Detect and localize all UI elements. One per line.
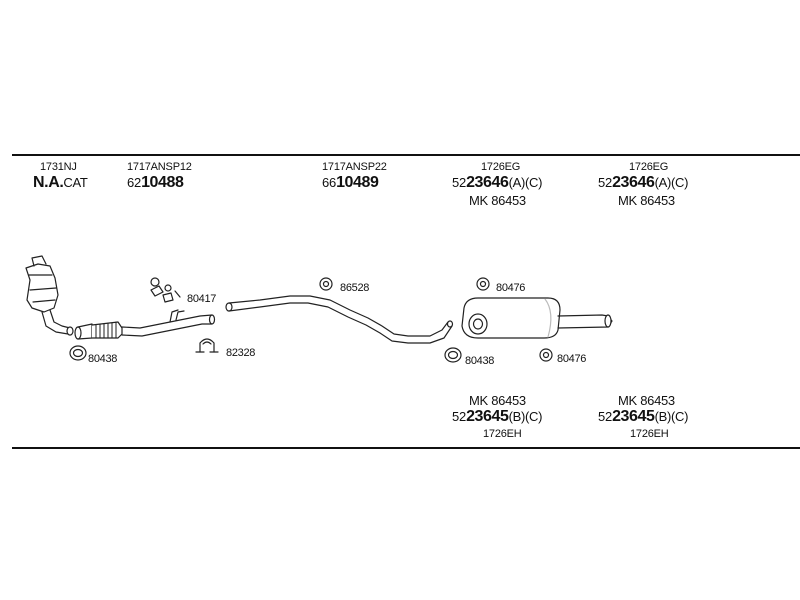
code-mount-front: 80417 [187, 293, 217, 305]
part-prefix: 52 [598, 175, 613, 190]
part-main: 23645 [612, 408, 655, 425]
part-number-rear-silencer-b-alt: 5223645(B)(C) [598, 408, 689, 425]
rubber-mount-icon [150, 277, 181, 303]
part-main: 23646 [466, 174, 509, 191]
part-prefix: 52 [598, 409, 613, 424]
code-hanger-middle: 86528 [340, 282, 370, 294]
part-number-catalyst: N.A.CAT [33, 174, 88, 191]
code-clamp: 82328 [226, 347, 256, 359]
part-suffix: (B)(C) [508, 409, 543, 424]
part-code-rear-silencer-a: 1726EG [481, 161, 521, 173]
part-prefix: 66 [322, 175, 337, 190]
part-number-rear-silencer-a: 5223646(A)(C) [452, 174, 543, 191]
part-code-rear-silencer-b: 1726EH [483, 428, 522, 440]
part-main: 23646 [612, 174, 655, 191]
rear-silencer [461, 297, 613, 339]
part-number-front-pipe: 6210488 [127, 174, 184, 191]
bottom-rule [12, 447, 800, 449]
part-suffix: (A)(C) [654, 175, 689, 190]
part-suffix: (B)(C) [654, 409, 689, 424]
hanger-icon [539, 348, 553, 362]
part-prefix: 52 [452, 409, 467, 424]
part-mk-rear-silencer-b-alt: MK 86453 [618, 393, 675, 408]
catalytic-converter [25, 255, 74, 336]
part-main: 10488 [141, 174, 184, 191]
part-suffix: CAT [63, 175, 88, 190]
part-code-catalyst: 1731NJ [40, 161, 77, 173]
code-hanger-rear-bottom: 80476 [557, 353, 587, 365]
code-gasket-front: 80438 [88, 353, 118, 365]
gasket-icon [69, 345, 87, 361]
part-number-rear-silencer-b: 5223645(B)(C) [452, 408, 543, 425]
part-number-rear-silencer-a-alt: 5223646(A)(C) [598, 174, 689, 191]
part-prefix: 62 [127, 175, 142, 190]
part-main: 10489 [336, 174, 379, 191]
part-main: 23645 [466, 408, 509, 425]
code-hanger-rear-top: 80476 [496, 282, 526, 294]
part-prefix: N.A. [33, 174, 64, 191]
clamp-icon [195, 338, 219, 353]
part-number-middle-pipe: 6610489 [322, 174, 379, 191]
middle-pipe [225, 295, 454, 344]
part-code-middle-pipe: 1717ANSP22 [322, 161, 387, 173]
gasket-icon [444, 347, 462, 363]
part-suffix: (A)(C) [508, 175, 543, 190]
part-mk-rear-silencer-a-alt: MK 86453 [618, 193, 675, 208]
part-mk-rear-silencer-b: MK 86453 [469, 393, 526, 408]
top-rule [12, 154, 800, 156]
code-gasket-rear: 80438 [465, 355, 495, 367]
hanger-icon [319, 277, 333, 291]
part-prefix: 52 [452, 175, 467, 190]
part-code-rear-silencer-a-alt: 1726EG [629, 161, 669, 173]
hanger-icon [476, 277, 490, 291]
part-mk-rear-silencer-a: MK 86453 [469, 193, 526, 208]
front-pipe [74, 309, 216, 340]
part-code-front-pipe: 1717ANSP12 [127, 161, 192, 173]
part-code-rear-silencer-b-alt: 1726EH [630, 428, 669, 440]
